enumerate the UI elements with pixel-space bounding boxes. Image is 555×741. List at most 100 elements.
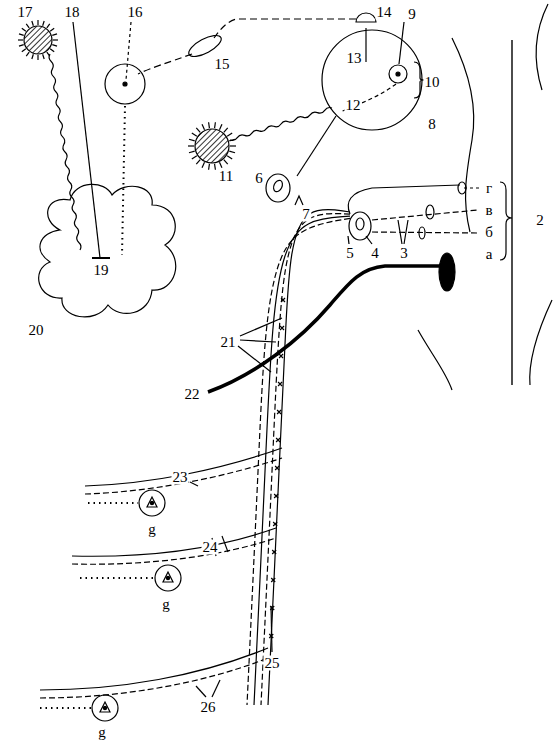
neuron-nucleus: [150, 501, 153, 504]
organ-ray: [53, 39, 58, 40]
ganglion-circle: [92, 695, 118, 721]
leader-line: [399, 22, 404, 64]
organ-ray: [188, 145, 194, 146]
callout-number: 16: [127, 5, 144, 20]
nerve-branch: [40, 648, 268, 690]
neuron-body: [100, 702, 110, 712]
receptor-ending: [426, 205, 434, 219]
leader-line: [348, 236, 349, 244]
neuron-nucleus: [166, 576, 169, 579]
brace: [414, 62, 424, 98]
body-contour: [536, 4, 548, 90]
organ-ray: [224, 128, 228, 133]
organ-ray: [227, 133, 232, 136]
leader-line: [240, 340, 276, 342]
spinal-tract: [268, 209, 350, 705]
leader-line: [240, 318, 282, 336]
leader-line: [404, 220, 408, 244]
callout-number: 14: [376, 5, 393, 20]
spinal-tract: [254, 216, 350, 705]
organ-ray: [37, 20, 38, 25]
organ-ray: [43, 21, 45, 26]
body-contour: [452, 38, 474, 232]
organ-ray: [192, 156, 197, 159]
fiber: [40, 707, 91, 709]
organ-ray: [32, 54, 34, 59]
fiber-mark: [279, 354, 283, 358]
organ-ray: [196, 160, 200, 165]
arrow-mark: [295, 196, 303, 205]
callout-number: 18: [64, 5, 81, 20]
visceral-organ: [439, 253, 455, 291]
organ-ray: [229, 151, 235, 153]
callout-number: 12: [345, 98, 362, 113]
neuron-nucleus: [123, 82, 127, 86]
callout-number: 11: [218, 169, 234, 184]
pathway: [214, 19, 356, 38]
sensory-fiber: [348, 185, 460, 214]
fiber: [88, 502, 138, 504]
body-contour: [418, 330, 452, 390]
wavy-fiber: [49, 54, 81, 250]
ganglion-cell: [266, 174, 290, 202]
organ-ray: [43, 54, 45, 59]
callout-number: 9: [407, 7, 417, 22]
spinal-tract: [261, 214, 350, 705]
organ-ray: [196, 128, 200, 133]
visceral-fiber: [208, 266, 440, 392]
leader-line: [238, 346, 271, 372]
callout-number: 15: [214, 57, 231, 72]
organ-ray: [208, 122, 210, 128]
organ-ray: [22, 49, 26, 52]
nerve-branch: [85, 448, 282, 486]
bracket: [500, 182, 512, 260]
neuron-nucleus: [396, 72, 400, 76]
neuron-body: [163, 572, 173, 582]
pathway: [138, 54, 192, 74]
nerve-branch: [85, 458, 282, 494]
organ-ray: [19, 45, 24, 47]
fiber-mark: [270, 606, 274, 610]
organ-ray: [202, 162, 204, 167]
callout-letter: g: [147, 522, 157, 537]
fiber: [80, 577, 154, 579]
body-contour: [530, 300, 552, 385]
leader-line: [366, 236, 372, 244]
callout-letter: в: [484, 203, 493, 218]
callout-number: 17: [17, 5, 34, 20]
organ-ray: [214, 164, 216, 170]
neuron-body: [147, 497, 157, 507]
leader-line: [365, 28, 366, 62]
callout-number: 19: [93, 263, 110, 278]
organ-ray: [37, 55, 38, 60]
callout-number: 22: [184, 387, 201, 402]
organ-ray: [202, 124, 204, 129]
organ-ray: [18, 39, 23, 40]
leader-line: [464, 187, 480, 188]
callout-letter: g: [97, 725, 107, 740]
receptor-ending: [419, 227, 425, 239]
leader-line: [126, 22, 131, 80]
callout-letter: б: [484, 225, 494, 240]
cell-nucleus: [356, 218, 364, 230]
callout-letter: а: [485, 247, 494, 262]
nerve-branch: [72, 538, 276, 564]
midline: [511, 40, 512, 385]
axon: [297, 116, 336, 176]
callout-number: 24: [202, 540, 219, 555]
nucleus-circle: [105, 64, 145, 104]
callout-letter: г: [485, 181, 493, 196]
fiber-mark: [280, 326, 284, 330]
sensory-fiber: [372, 210, 478, 220]
fiber-mark: [271, 578, 275, 582]
organ-ray: [214, 122, 216, 128]
fiber-mark: [276, 438, 280, 442]
fiber-mark: [269, 634, 273, 638]
leader-line: [196, 686, 206, 697]
neuron-cell: [389, 65, 407, 83]
callout-number: 4: [370, 246, 380, 261]
neuron-nucleus: [103, 706, 106, 709]
fiber-mark: [275, 466, 279, 470]
organ-ray: [50, 28, 54, 31]
